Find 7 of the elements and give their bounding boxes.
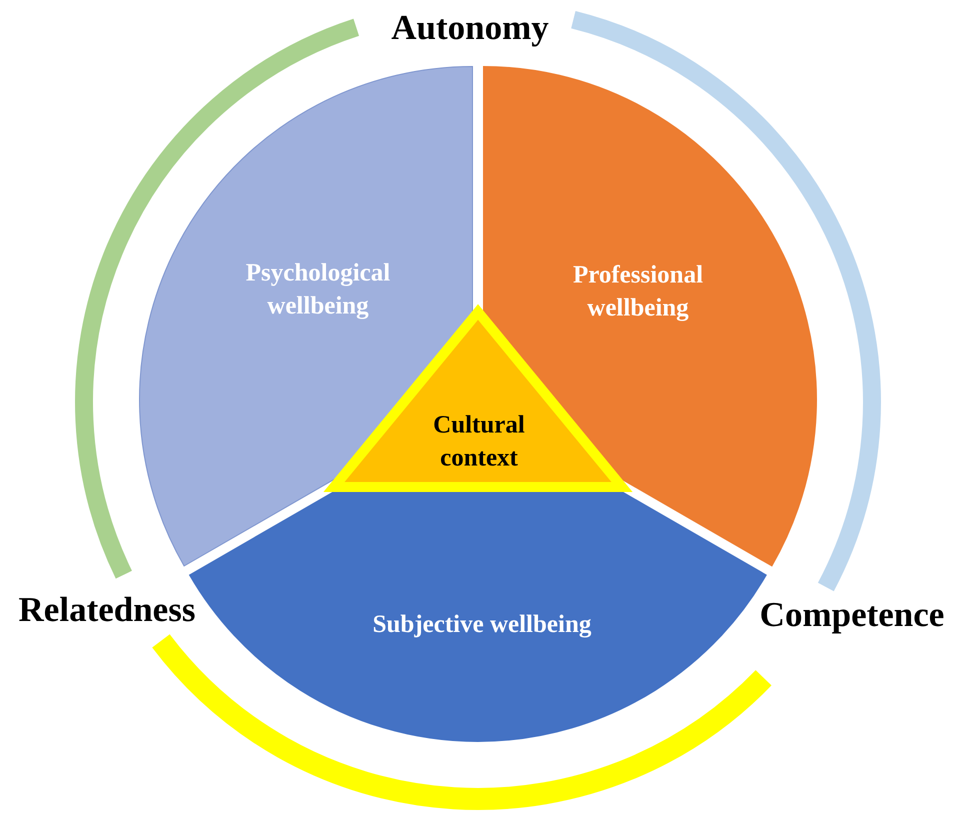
ring-label: Competence bbox=[760, 595, 944, 635]
ring-label: Relatedness bbox=[18, 590, 196, 630]
ring-label: Autonomy bbox=[391, 8, 549, 48]
segment-label: Psychological wellbeing bbox=[244, 258, 392, 321]
segment-label: Professional wellbeing bbox=[572, 260, 704, 323]
segment-label: Subjective wellbeing bbox=[372, 610, 592, 640]
center-label: Cultural context bbox=[432, 410, 526, 473]
